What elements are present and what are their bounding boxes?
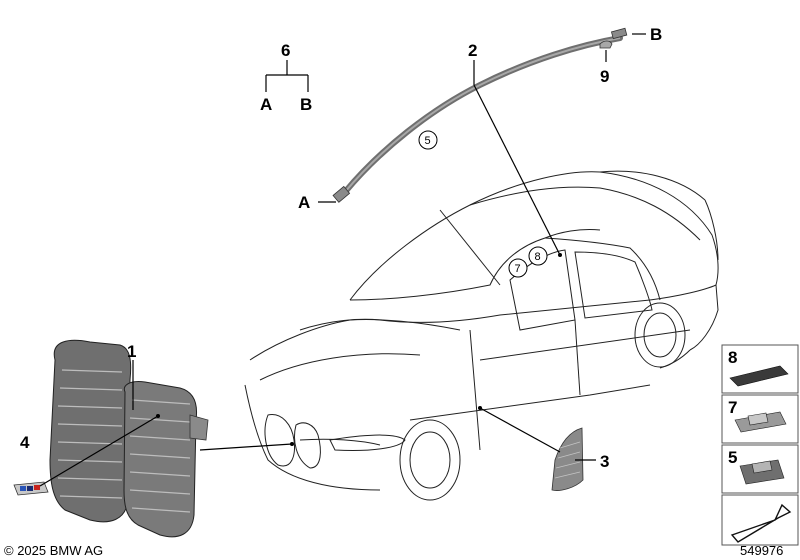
car-outline xyxy=(244,170,719,501)
emblem-badge xyxy=(13,481,49,496)
door-trim-panel xyxy=(551,427,584,491)
callout-5: 5 xyxy=(418,130,438,150)
legend-clip-5-icon xyxy=(739,459,785,485)
leader-lines xyxy=(39,33,646,487)
label-part-6-b: B xyxy=(300,95,312,114)
label-part-9: 9 xyxy=(600,67,609,86)
label-part-4: 4 xyxy=(20,433,30,452)
legend-number-8: 8 xyxy=(728,348,737,367)
label-b-right: B xyxy=(650,25,662,44)
legend-number-5: 5 xyxy=(728,448,737,467)
callout-7: 7 xyxy=(508,258,528,278)
diagram-number: 549976 xyxy=(740,543,783,558)
legend-clip-7-icon xyxy=(734,411,787,433)
callout-8-text: 8 xyxy=(535,251,541,263)
label-part-2: 2 xyxy=(468,41,477,60)
copyright: © 2025 BMW AG xyxy=(4,543,103,558)
label-part-6-a: A xyxy=(260,95,272,114)
label-part-6: 6 xyxy=(281,41,290,60)
legend-pad-icon xyxy=(729,365,789,387)
label-part-3: 3 xyxy=(600,452,609,471)
next-arrow-icon xyxy=(730,503,792,543)
callout-8: 8 xyxy=(528,246,548,266)
roof-trim-strip xyxy=(332,27,628,203)
legend-number-7: 7 xyxy=(728,398,737,417)
kidney-grille xyxy=(49,339,209,538)
label-a-left: A xyxy=(298,193,310,212)
callout-7-text: 7 xyxy=(515,263,521,275)
callout-5-text: 5 xyxy=(425,135,431,147)
label-part-1: 1 xyxy=(127,342,136,361)
parts-legend: 8 7 5 xyxy=(721,344,799,546)
